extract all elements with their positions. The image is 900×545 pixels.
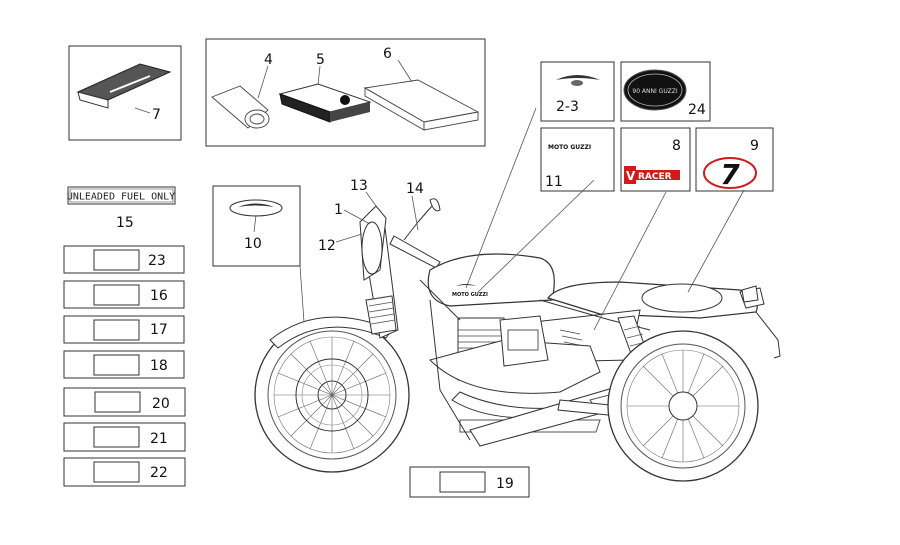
label-15: 15 — [116, 215, 134, 231]
label-18: 18 — [150, 358, 168, 374]
label-9: 9 — [750, 138, 759, 154]
part-11-brand-decal[interactable]: MOTO GUZZI 11 — [540, 127, 615, 192]
part-5-owner-manual[interactable]: 5 — [278, 52, 372, 123]
part-9-race-number-decal[interactable]: 9 7 — [695, 127, 774, 192]
part-22-plate[interactable]: 22 — [63, 457, 186, 487]
label-24: 24 — [688, 102, 706, 118]
brand-decal-text: MOTO GUZZI — [548, 144, 591, 151]
callout-leaders — [299, 107, 745, 331]
racer-text: RACER — [638, 172, 672, 182]
racer-letter: V — [626, 169, 636, 183]
part-6-document-folder[interactable]: 6 — [363, 46, 480, 131]
badge-text: 90 ANNI GUZZI — [632, 88, 677, 95]
fuel-label-text: UNLEADED FUEL ONLY — [67, 192, 175, 203]
part-24-anniversary-badge[interactable]: 90 ANNI GUZZI 24 — [620, 61, 711, 122]
tank-brand-text: MOTO GUZZI — [452, 292, 488, 298]
label-1: 1 — [334, 202, 343, 218]
label-20: 20 — [152, 396, 170, 412]
rear-wheel — [607, 330, 759, 482]
label-23: 23 — [148, 253, 166, 269]
part-19-plate[interactable]: 19 — [409, 466, 530, 498]
part-20-plate[interactable]: 20 — [63, 387, 186, 417]
label-11: 11 — [545, 174, 563, 190]
label-7: 7 — [152, 107, 161, 123]
label-22: 22 — [150, 465, 168, 481]
part-17-plate[interactable]: 17 — [63, 315, 185, 344]
label-2-3: 2-3 — [556, 99, 579, 115]
label-19: 19 — [496, 476, 514, 492]
part-2-3-tank-eagle-decal[interactable]: 2-3 — [540, 61, 615, 122]
part-10-fender-decal[interactable]: 10 — [212, 185, 301, 267]
motorcycle-illustration: MOTO GUZZI — [254, 198, 781, 482]
label-16: 16 — [150, 288, 168, 304]
part-18-plate[interactable]: 18 — [63, 350, 185, 379]
part-8-racer-decal[interactable]: 8 V RACER — [620, 127, 691, 192]
label-8: 8 — [672, 138, 681, 154]
label-17: 17 — [150, 322, 168, 338]
label-13: 13 — [350, 178, 368, 194]
label-4: 4 — [264, 52, 273, 68]
race-number: 7 — [720, 158, 740, 191]
label-10: 10 — [244, 236, 262, 252]
part-7-cover-panel[interactable]: 7 — [68, 45, 182, 141]
label-6: 6 — [383, 46, 392, 62]
label-21: 21 — [150, 431, 168, 447]
part-4-tool-roll[interactable]: 4 — [211, 52, 273, 129]
label-14: 14 — [406, 181, 424, 197]
label-12: 12 — [318, 238, 336, 254]
part-21-plate[interactable]: 21 — [63, 422, 186, 452]
label-5: 5 — [316, 52, 325, 68]
part-16-plate[interactable]: 16 — [63, 280, 185, 309]
part-23-plate[interactable]: 23 — [63, 245, 185, 274]
part-15-fuel-label[interactable]: UNLEADED FUEL ONLY 15 — [67, 186, 176, 231]
